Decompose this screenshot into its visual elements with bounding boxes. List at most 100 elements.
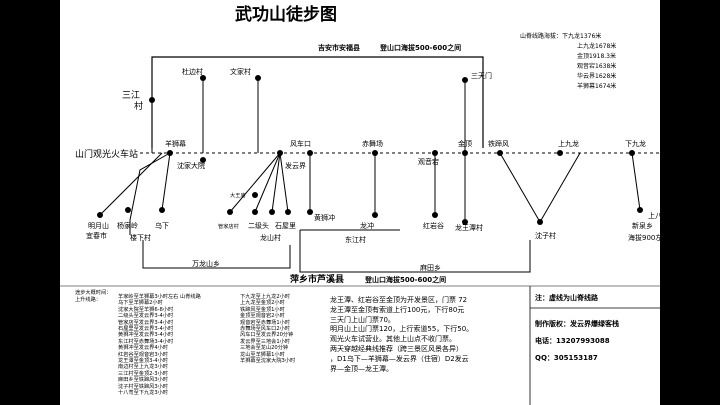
note-line: 两天穿越经典线推荐（跨三景区风景各异） bbox=[330, 344, 463, 353]
label-yichun: 宜春市 bbox=[86, 231, 107, 240]
time-item: 南边村至上九龙3小时 bbox=[118, 364, 168, 371]
label-fengkou: 风车口 bbox=[290, 139, 311, 148]
time-item: 羊狮幕至沈家大院3小时 bbox=[240, 358, 296, 365]
note-line: 明月山上山门票120，上行索道55，下行50。 bbox=[330, 325, 474, 334]
label-guanjia: 管家店村 bbox=[218, 222, 239, 230]
contact-phone: 电话：13207993088 bbox=[535, 336, 610, 345]
contact-qq: QQ：305153187 bbox=[535, 354, 598, 362]
label-malinxiang: 麻田乡 bbox=[420, 263, 441, 272]
label-shibaluo: 新泉乡 bbox=[632, 221, 653, 230]
label-xiajiulong: 下九龙 bbox=[625, 139, 646, 148]
label-yunjiechang: 赤舞场 bbox=[362, 139, 383, 148]
label-dawangmiao: 大王庙 bbox=[230, 191, 246, 199]
time-item: 乌下至羊狮幕2小时 bbox=[118, 300, 163, 307]
note-line: ，D1乌下—羊狮幕—发云界（住宿）D2发云 bbox=[330, 354, 469, 363]
label-shenzicun: 沈子村 bbox=[535, 231, 556, 240]
time-item: 铁蹄风至金顶1小时 bbox=[240, 306, 285, 313]
notes-block: 龙王潭、红岩谷至金顶为开发景区，门票 72 龙王潭至金顶有索道上行100元，下行… bbox=[330, 296, 528, 374]
time-item: 上九龙至金顶2小时 bbox=[240, 300, 285, 307]
label-huangshichong: 黄狮冲 bbox=[314, 213, 335, 222]
time-item: 下九龙至上九龙2小时 bbox=[240, 294, 290, 300]
time-item: 黄狮冲至发云界3-4小时 bbox=[118, 332, 174, 339]
label-dubian: 杜边村 bbox=[182, 67, 203, 76]
time-item: 红岩谷至观音宕3小时 bbox=[118, 351, 168, 358]
label-dongjiang: 东江村 bbox=[345, 235, 366, 244]
label-zhoulongxia: 楼下村 bbox=[130, 233, 151, 242]
map-title: 武功山徒步图 bbox=[235, 4, 337, 25]
time-item: 管家店至发云界3-4小时 bbox=[118, 319, 174, 326]
note-line: 观光火车试营业。其他上山点不收门票。 bbox=[330, 335, 456, 344]
altitude-item: 羊狮幕1674米 bbox=[577, 82, 616, 90]
altitude-item: 金顶1918.3米 bbox=[577, 52, 616, 60]
label-mingyueshan: 明月山 bbox=[88, 221, 109, 230]
time-item: 风车口至发云界20分钟 bbox=[240, 332, 294, 339]
time-item: 麻田乡至铁蹄风3小时 bbox=[118, 377, 168, 384]
climb-altitude-top: 登山口海拔500-600之间 bbox=[379, 43, 461, 52]
time-item: 沈子村至铁蹄风3小时 bbox=[118, 383, 168, 390]
label-alt900: 海拔900左右 bbox=[628, 233, 669, 242]
label-yangjialing: 杨家岭 bbox=[117, 221, 138, 230]
label-sanjiang: 三江 bbox=[122, 90, 140, 101]
label-sanjiang-cun: 村 bbox=[134, 100, 143, 112]
label-wuxia: 乌下 bbox=[155, 221, 169, 230]
label-yangshimu: 羊狮幕 bbox=[165, 139, 186, 148]
time-item: 黄狮冲至发云界4小时 bbox=[118, 345, 168, 352]
label-wanlongshan: 万龙山乡 bbox=[192, 259, 220, 268]
altitude-item: 上九龙1678米 bbox=[577, 42, 616, 50]
label-longshancun: 龙山村 bbox=[260, 233, 281, 242]
label-shicheng: 石屋里 bbox=[275, 222, 296, 230]
label-guanyinhang: 观音宕 bbox=[418, 157, 439, 166]
node-wenjia bbox=[255, 75, 261, 81]
label-shenjiadayuan: 沈家大院 bbox=[177, 161, 205, 170]
altitude-item: 华云界1628米 bbox=[577, 72, 616, 80]
time-item: 观音宕至赤舞场1小时 bbox=[240, 319, 290, 326]
note-line: 三天门上山门票70。 bbox=[330, 315, 395, 324]
label-wenjia: 文家村 bbox=[230, 67, 251, 76]
label-shanmen: 山门观光火车站 bbox=[75, 148, 138, 160]
note-line: 龙王潭至金顶有索道上行100元，下行80元 bbox=[330, 305, 465, 314]
times-left: 羊家岭至羊狮幕3小时左右 山脊线路 乌下至羊狮幕2小时 沈家大院至羊狮6-8小时… bbox=[118, 294, 238, 397]
label-jinding: 金顶 bbox=[458, 139, 472, 148]
legend-note: 注：虚线为山脊线路 bbox=[535, 293, 599, 302]
label-shanghai: 上八下 bbox=[648, 211, 669, 220]
times-intro: 上升线路： bbox=[75, 295, 101, 303]
node-santianmen bbox=[462, 77, 468, 83]
time-item: 发云界至三地会1小时 bbox=[240, 338, 290, 345]
time-item: 龙山至羊狮幕1小时 bbox=[240, 351, 285, 358]
times-right: 下九龙至上九龙2小时 上九龙至金顶2小时 铁蹄风至金顶1小时 金顶至观音宕2小时… bbox=[240, 294, 326, 364]
time-item: 二级头至发云界3-4小时 bbox=[118, 313, 174, 320]
region-anfu: 吉安市安福县 bbox=[318, 43, 360, 52]
note-line: 龙王潭、红岩谷至金顶为开发景区，门票 72 bbox=[330, 296, 468, 304]
label-longchong: 龙冲 bbox=[360, 221, 374, 230]
node-sanjiang bbox=[149, 97, 155, 103]
node-shenjiadayuan bbox=[200, 157, 206, 163]
node-dubian bbox=[200, 75, 206, 81]
region-luxi: 萍乡市芦溪县 bbox=[290, 273, 344, 285]
time-item: 金顶至观音宕2小时 bbox=[240, 313, 285, 320]
climb-altitude-bottom: 登山口海拔500-600之间 bbox=[364, 275, 446, 284]
label-shangjiulong: 上九龙 bbox=[558, 139, 579, 148]
label-erfeitou: 二级头 bbox=[248, 221, 269, 230]
label-santianmen: 三天门 bbox=[471, 71, 492, 80]
time-item: 龙王潭至金顶3-4小时 bbox=[118, 358, 168, 365]
altitude-item: 观音宕1638米 bbox=[577, 62, 616, 70]
time-item: 三地会至龙山20分钟 bbox=[240, 345, 289, 352]
times-title: 途步大概时间： bbox=[75, 288, 111, 296]
label-longwangtan: 龙王潭村 bbox=[455, 223, 483, 232]
time-item: 赤舞场至风车口2小时 bbox=[240, 326, 290, 333]
map-panel bbox=[60, 0, 660, 405]
altitude-header: 山脊线路海拔：下九龙1376米 bbox=[520, 32, 601, 40]
time-item: 东江村至赤舞场3-4小时 bbox=[118, 338, 174, 345]
label-tiezhaifeng: 铁蹄风 bbox=[488, 139, 509, 148]
label-hongyanyan: 红岩谷 bbox=[423, 221, 444, 230]
node-shangjiulong bbox=[557, 150, 563, 156]
time-item: 三江村至金顶2-3小时 bbox=[118, 370, 168, 377]
contact-title: 制作版权：发云界爆绿客栈 bbox=[535, 319, 619, 328]
label-fayunjie: 发云界 bbox=[285, 161, 306, 170]
time-item: 石屋里至发云界3-4小时 bbox=[118, 326, 174, 333]
time-item: 十八弯至下九龙3小时 bbox=[118, 390, 168, 397]
time-item: 沈家大院至羊狮6-8小时 bbox=[118, 306, 174, 313]
time-item: 羊家岭至羊狮幕3小时左右 山脊线路 bbox=[118, 294, 201, 300]
